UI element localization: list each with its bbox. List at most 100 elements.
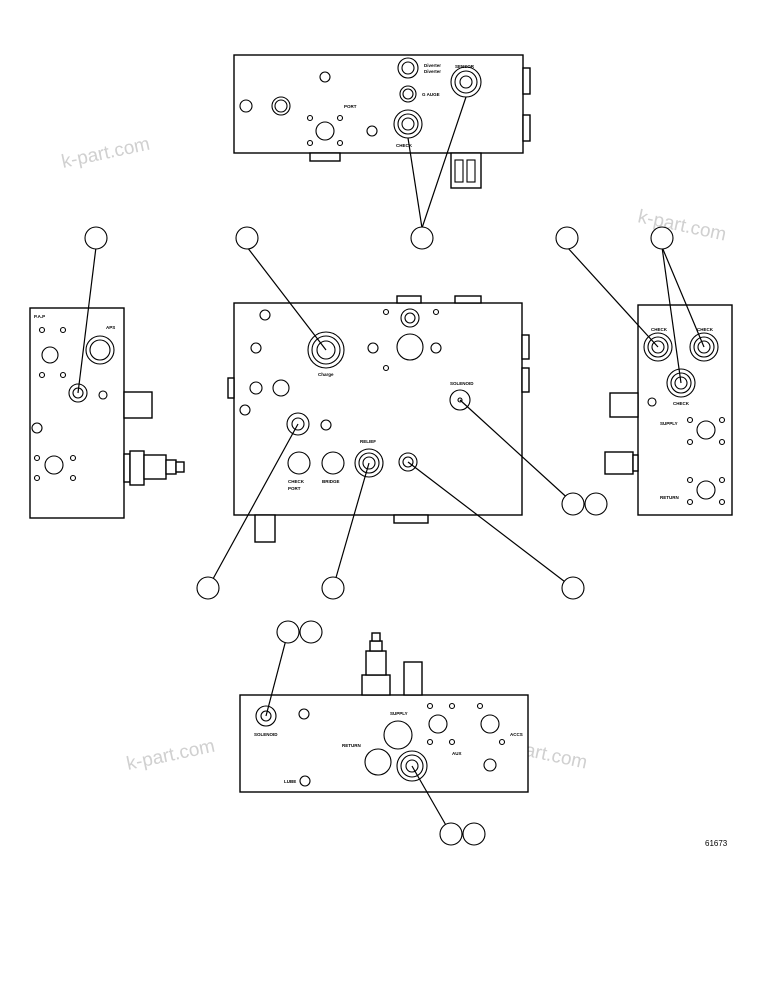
top-side-fitting-2 bbox=[522, 114, 531, 142]
center-bolt-1 bbox=[382, 308, 390, 316]
bottom-valve-body bbox=[239, 694, 529, 793]
bottom-label-solenoid: SOLENOID bbox=[254, 732, 278, 737]
center-port-10 bbox=[320, 419, 332, 431]
leader-center-relief bbox=[332, 462, 370, 589]
bottom-aux-port bbox=[428, 714, 448, 734]
bottom-lube-port bbox=[299, 775, 311, 787]
center-port-5 bbox=[396, 333, 424, 361]
top-plug-pin-2 bbox=[466, 159, 476, 183]
leader-bottom-solenoid bbox=[265, 631, 289, 717]
top-bolt-3 bbox=[306, 139, 314, 147]
left-port-small bbox=[98, 390, 108, 400]
callout-bottom-check-a bbox=[439, 822, 463, 846]
bottom-bolt-3 bbox=[426, 738, 434, 746]
right-supply-port bbox=[696, 420, 716, 440]
center-port-9 bbox=[239, 404, 251, 416]
right-port-small bbox=[647, 397, 657, 407]
drawing-number: 61673 bbox=[705, 839, 728, 848]
left-valve-view: P.A.P APS bbox=[29, 307, 185, 519]
right-bolt-8 bbox=[718, 498, 726, 506]
top-label-diverter-a: Diverter bbox=[424, 63, 441, 68]
top-port-4 bbox=[315, 121, 335, 141]
left-bolt-8 bbox=[69, 474, 77, 482]
bottom-port-1 bbox=[298, 708, 310, 720]
right-label-check-b: CHECK bbox=[697, 327, 714, 332]
top-label-diverter-b: Diverter bbox=[424, 69, 441, 74]
callout-center-solenoid-b bbox=[584, 492, 608, 516]
center-port-11 bbox=[287, 451, 311, 475]
right-label-check-a: CHECK bbox=[651, 327, 668, 332]
top-label-gauge: G AUGE bbox=[422, 92, 440, 97]
leader-lines bbox=[77, 96, 705, 835]
callout-center-relief-cartridge bbox=[196, 576, 220, 600]
top-diverter-port-inner bbox=[401, 61, 415, 75]
left-side-block bbox=[123, 391, 153, 419]
right-bolt-4 bbox=[718, 438, 726, 446]
watermark-3: k-part.com bbox=[125, 736, 217, 775]
right-label-check-c: CHECK bbox=[673, 401, 690, 406]
callout-left-solenoid bbox=[84, 226, 108, 250]
leader-top-check bbox=[407, 137, 423, 229]
top-gauge-port-inner bbox=[402, 88, 414, 100]
left-cartridge-base bbox=[123, 453, 131, 483]
bottom-return-port bbox=[364, 748, 392, 776]
center-port-3 bbox=[367, 342, 379, 354]
callout-right-check-b bbox=[650, 226, 674, 250]
center-port-1 bbox=[259, 309, 271, 321]
callout-top-check bbox=[410, 226, 434, 250]
top-valve-view: Diverter Diverter G AUGE CHECK SENSOR PO… bbox=[233, 54, 531, 189]
center-top-fitting-2 bbox=[454, 295, 482, 304]
center-valve-view: Charge SOLENOID RELIEF BRIDGE CHECK PORT bbox=[227, 295, 530, 543]
bottom-accs-port bbox=[480, 714, 500, 734]
center-label-solenoid: SOLENOID bbox=[450, 381, 474, 386]
bottom-bolt-1 bbox=[426, 702, 434, 710]
right-side-fitting-neck bbox=[632, 454, 639, 472]
leader-center-solenoid bbox=[459, 399, 574, 504]
leader-bottom-check bbox=[411, 765, 452, 835]
center-bottom-fitting bbox=[393, 514, 429, 524]
left-bolt-6 bbox=[69, 454, 77, 462]
center-side-fitting-2 bbox=[521, 367, 530, 393]
right-bolt-3 bbox=[686, 438, 694, 446]
center-port-6 bbox=[430, 342, 442, 354]
top-sensor-valve-core bbox=[459, 75, 473, 89]
center-port-8 bbox=[272, 379, 290, 397]
top-port-2-inner bbox=[274, 99, 288, 113]
center-label-port: PORT bbox=[288, 486, 301, 491]
center-port-12 bbox=[321, 451, 345, 475]
top-check-valve-core bbox=[401, 117, 415, 131]
top-port-5 bbox=[366, 125, 378, 137]
center-label-check: CHECK bbox=[288, 479, 305, 484]
center-label-charge: Charge bbox=[318, 372, 334, 377]
right-label-supply: SUPPLY bbox=[660, 421, 678, 426]
bottom-cartridge-tip bbox=[369, 640, 383, 652]
watermark-1: k-part.com bbox=[60, 134, 152, 173]
left-cartridge-tip bbox=[165, 459, 177, 475]
bottom-port-2 bbox=[483, 758, 497, 772]
center-valve-body bbox=[233, 302, 523, 516]
center-side-fitting-1 bbox=[521, 334, 530, 360]
center-port-2 bbox=[250, 342, 262, 354]
center-port-7 bbox=[249, 381, 263, 395]
center-left-fitting bbox=[227, 377, 235, 399]
top-label-port: PORT bbox=[344, 104, 357, 109]
bottom-cartridge-body bbox=[365, 650, 387, 676]
leader-right-check-a bbox=[566, 246, 659, 348]
callout-center-charge bbox=[235, 226, 259, 250]
top-label-check: CHECK bbox=[396, 143, 413, 148]
right-bolt-5 bbox=[686, 476, 694, 484]
leader-center-bridge bbox=[407, 461, 574, 589]
left-cartridge-body bbox=[143, 454, 167, 480]
bottom-label-aux: AUX bbox=[452, 751, 462, 756]
top-plug-pin-1 bbox=[454, 159, 464, 183]
right-return-port bbox=[696, 480, 716, 500]
left-label-pump: P.A.P bbox=[34, 314, 45, 319]
bottom-bolt-2 bbox=[448, 702, 456, 710]
callouts bbox=[84, 226, 674, 846]
left-port-3 bbox=[44, 455, 64, 475]
top-bolt-1 bbox=[306, 114, 314, 122]
right-label-return: RETURN bbox=[660, 495, 679, 500]
center-top-fitting-1 bbox=[396, 295, 422, 304]
